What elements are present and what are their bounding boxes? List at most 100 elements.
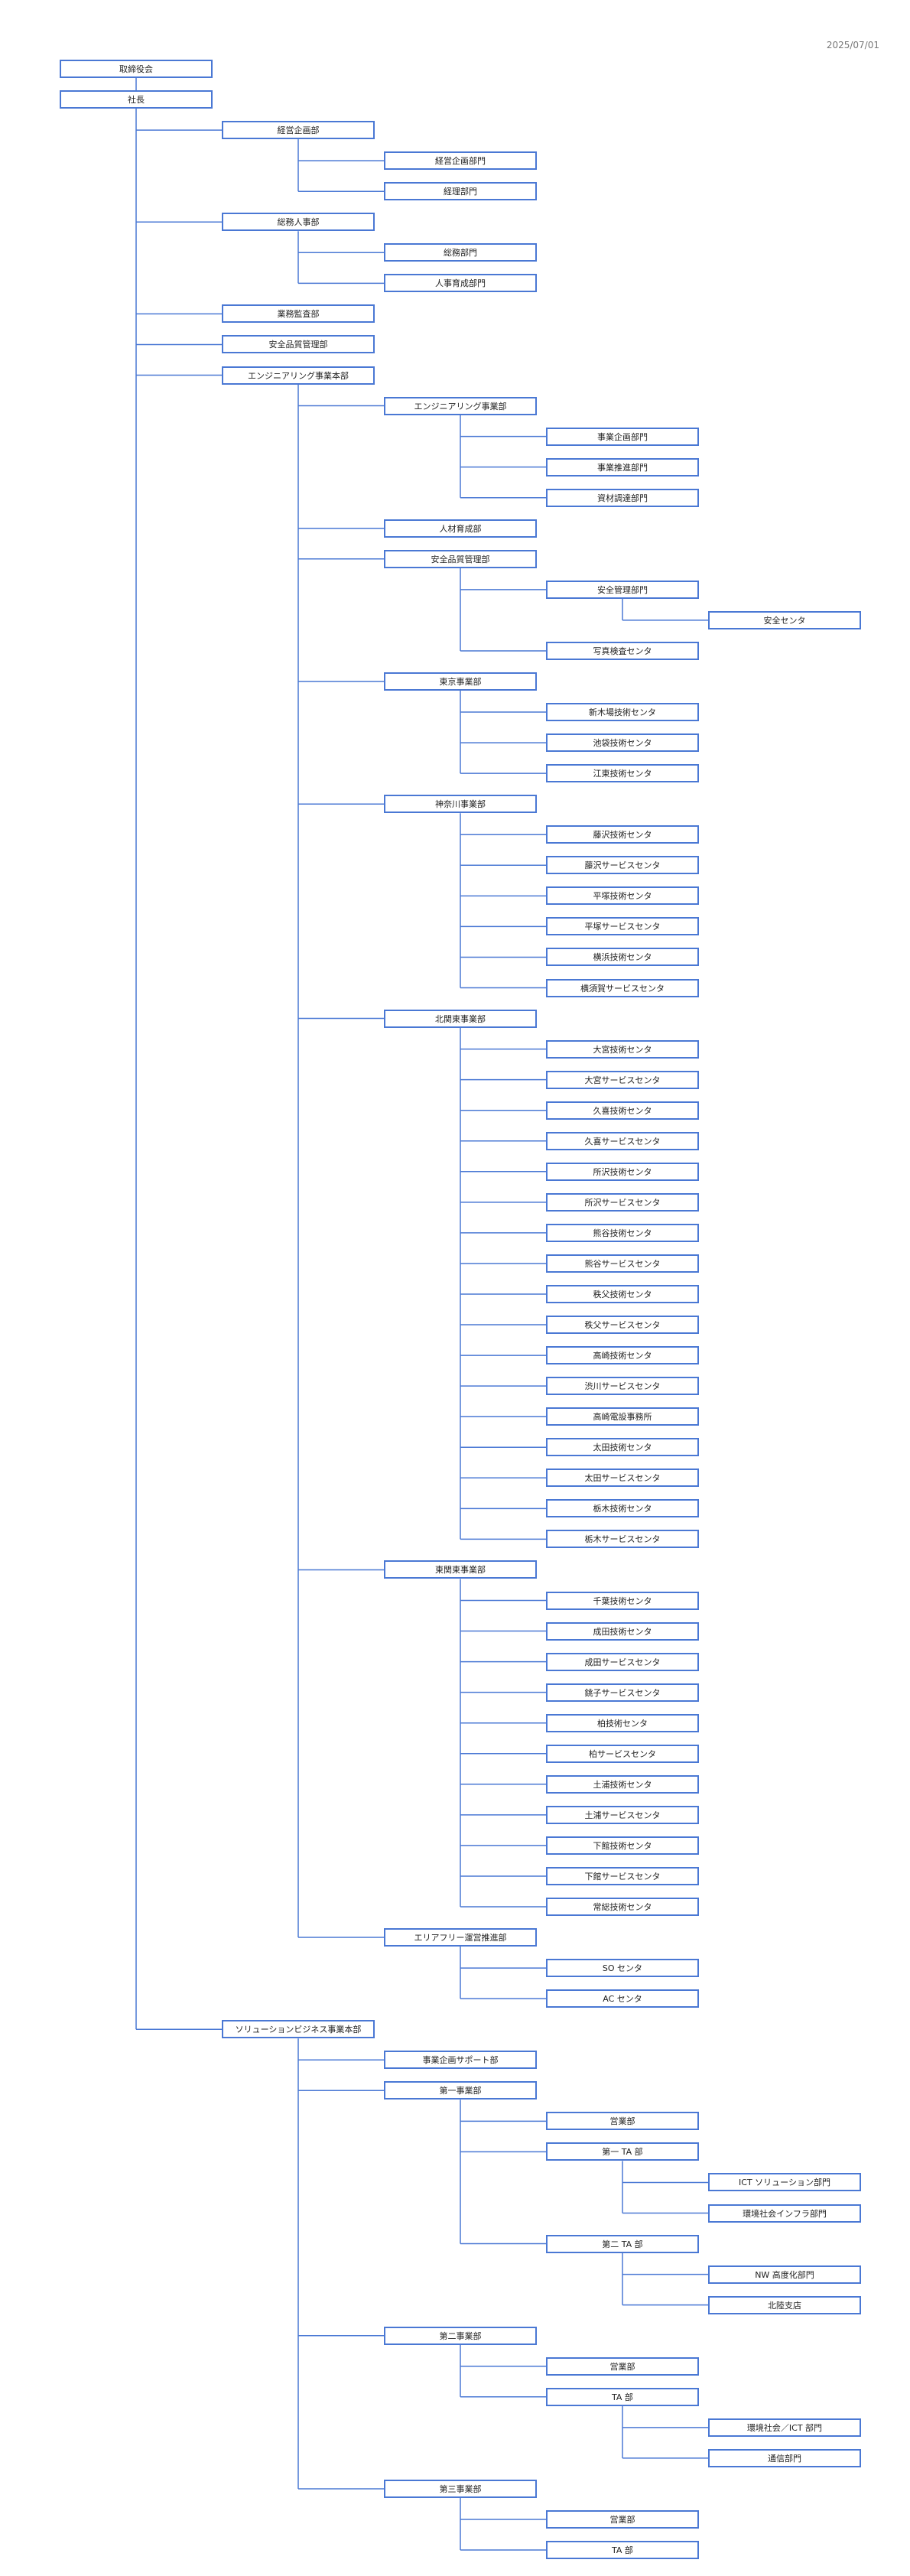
org-node-box: TA 部 — [546, 2541, 699, 2560]
org-node-label: 藤沢技術センタ — [593, 830, 652, 841]
org-node-label: 北陸支店 — [768, 2300, 801, 2311]
org-node-label: 江東技術センタ — [593, 769, 652, 779]
org-node-label: 成田サービスセンタ — [584, 1657, 661, 1667]
org-node-label: 土浦技術センタ — [593, 1779, 652, 1790]
org-node-box: 経理部門 — [384, 182, 537, 201]
org-node-label: 経営企画部門 — [435, 156, 486, 167]
org-node-box: 久喜技術センタ — [546, 1101, 699, 1120]
org-node-box: 神奈川事業部 — [384, 795, 537, 814]
org-node-box: 総務人事部 — [222, 213, 375, 232]
org-node-box: 成田技術センタ — [546, 1621, 699, 1641]
org-node-label: 栃木サービスセンタ — [584, 1534, 661, 1545]
org-node-label: 写真検査センタ — [593, 646, 652, 656]
org-node-box: 太田技術センタ — [546, 1438, 699, 1457]
org-node-label: 営業部 — [609, 2361, 635, 2372]
org-node-box: 高崎技術センタ — [546, 1346, 699, 1365]
org-node-box: 安全品質管理部 — [384, 549, 537, 568]
org-node-box: 大宮技術センタ — [546, 1039, 699, 1059]
org-node-box: 平塚技術センタ — [546, 886, 699, 906]
org-node-label: 土浦サービスセンタ — [584, 1810, 661, 1820]
org-node-label: 第三事業部 — [439, 2483, 482, 2494]
org-node-box: 営業部 — [546, 2356, 699, 2376]
org-node-label: TA 部 — [612, 2545, 633, 2556]
org-node-label: 北関東事業部 — [435, 1013, 486, 1024]
org-node-box: 秩父サービスセンタ — [546, 1316, 699, 1335]
org-node-label: 取締役会 — [119, 64, 153, 74]
org-node-label: 安全品質管理部 — [268, 340, 328, 350]
org-node-box: 太田サービスセンタ — [546, 1469, 699, 1488]
org-node-label: 平塚技術センタ — [593, 891, 652, 902]
org-node-box: 成田サービスセンタ — [546, 1652, 699, 1671]
org-node-label: 秩父技術センタ — [593, 1290, 652, 1299]
org-node-box: 安全品質管理部 — [222, 335, 375, 354]
org-node-box: 人事育成部門 — [384, 274, 537, 293]
org-node-box: エンジニアリング事業部 — [384, 396, 537, 415]
org-node-label: 事業企画サポート部 — [422, 2055, 499, 2066]
org-node-box: 総務部門 — [384, 243, 537, 262]
org-node-label: 安全管理部門 — [597, 584, 648, 595]
org-node-box: 高崎電設事務所 — [546, 1407, 699, 1426]
org-node-label: 成田技術センタ — [593, 1626, 652, 1637]
org-node-box: 安全管理部門 — [546, 580, 699, 599]
org-node-label: 総務部門 — [444, 248, 477, 259]
org-node-label: 太田技術センタ — [593, 1442, 652, 1453]
org-node-box: AC センタ — [546, 1989, 699, 2008]
org-node-box: 人材育成部 — [384, 519, 537, 538]
org-node-label: 高崎技術センタ — [593, 1351, 652, 1361]
org-node-label: 横浜技術センタ — [593, 952, 652, 963]
org-node-box: 環境社会インフラ部門 — [708, 2204, 861, 2223]
org-node-label: 安全品質管理部 — [431, 554, 490, 564]
org-node-box: 久喜サービスセンタ — [546, 1131, 699, 1150]
org-node-box: 常総技術センタ — [546, 1898, 699, 1916]
org-node-box: 経営企画部 — [222, 121, 375, 140]
org-node-label: 第二事業部 — [439, 2330, 482, 2341]
org-node-label: 経営企画部 — [277, 125, 320, 136]
org-node-label: AC センタ — [603, 1994, 642, 2005]
org-node-label: 久喜技術センタ — [593, 1105, 652, 1116]
org-node-box: 熊谷技術センタ — [546, 1223, 699, 1242]
org-node-box: 平塚サービスセンタ — [546, 917, 699, 936]
org-node-label: 熊谷技術センタ — [593, 1228, 652, 1238]
org-node-box: SO センタ — [546, 1959, 699, 1978]
org-node-box: 経営企画部門 — [384, 151, 537, 171]
org-node-label: 営業部 — [609, 2116, 635, 2127]
org-node-box: 土浦技術センタ — [546, 1774, 699, 1794]
org-node-label: エンジニアリング事業本部 — [248, 370, 349, 381]
org-node-label: 大宮技術センタ — [593, 1044, 652, 1055]
org-node-label: 環境社会／ICT 部門 — [746, 2422, 823, 2433]
org-node-box: 北関東事業部 — [384, 1009, 537, 1028]
org-node-label: 太田サービスセンタ — [584, 1473, 661, 1484]
org-node-label: 下館サービスセンタ — [584, 1871, 661, 1882]
org-node-box: ソリューションビジネス事業本部 — [222, 2020, 375, 2039]
org-node-box: 横須賀サービスセンタ — [546, 978, 699, 997]
org-node-box: 資材調達部門 — [546, 488, 699, 507]
org-node-box: 栃木サービスセンタ — [546, 1530, 699, 1549]
org-node-label: 業務監査部 — [277, 309, 320, 320]
org-node-box: 第二事業部 — [384, 2326, 537, 2345]
org-node-label: SO センタ — [602, 1963, 643, 1974]
org-node-box: 横浜技術センタ — [546, 948, 699, 967]
org-node-label: 藤沢サービスセンタ — [584, 860, 661, 871]
org-node-label: 銚子サービスセンタ — [584, 1687, 661, 1698]
org-node-box: 環境社会／ICT 部門 — [708, 2418, 861, 2437]
org-node-label: 神奈川事業部 — [435, 799, 486, 810]
org-node-box: 柏技術センタ — [546, 1713, 699, 1732]
org-node-label: 久喜サービスセンタ — [584, 1136, 661, 1147]
org-node-label: 事業推進部門 — [597, 462, 648, 473]
org-node-label: 東京事業部 — [439, 677, 482, 687]
org-node-label: 第一 TA 部 — [602, 2147, 643, 2158]
org-node-label: 栃木技術センタ — [593, 1504, 652, 1514]
org-node-label: 通信部門 — [768, 2453, 801, 2464]
org-node-label: 安全センタ — [763, 615, 806, 626]
org-node-label: NW 高度化部門 — [755, 2269, 814, 2280]
org-node-label: 秩父サービスセンタ — [584, 1320, 661, 1331]
date-label: 2025/07/01 — [826, 40, 879, 50]
org-node-box: 藤沢技術センタ — [546, 825, 699, 844]
org-node-box: 営業部 — [546, 2510, 699, 2529]
org-node-label: 常総技術センタ — [593, 1902, 652, 1912]
org-node-label: エリアフリー運営推進部 — [414, 1933, 507, 1943]
org-node-box: 栃木技術センタ — [546, 1499, 699, 1518]
org-node-box: 熊谷サービスセンタ — [546, 1254, 699, 1273]
org-node-label: 人事育成部門 — [435, 278, 486, 289]
